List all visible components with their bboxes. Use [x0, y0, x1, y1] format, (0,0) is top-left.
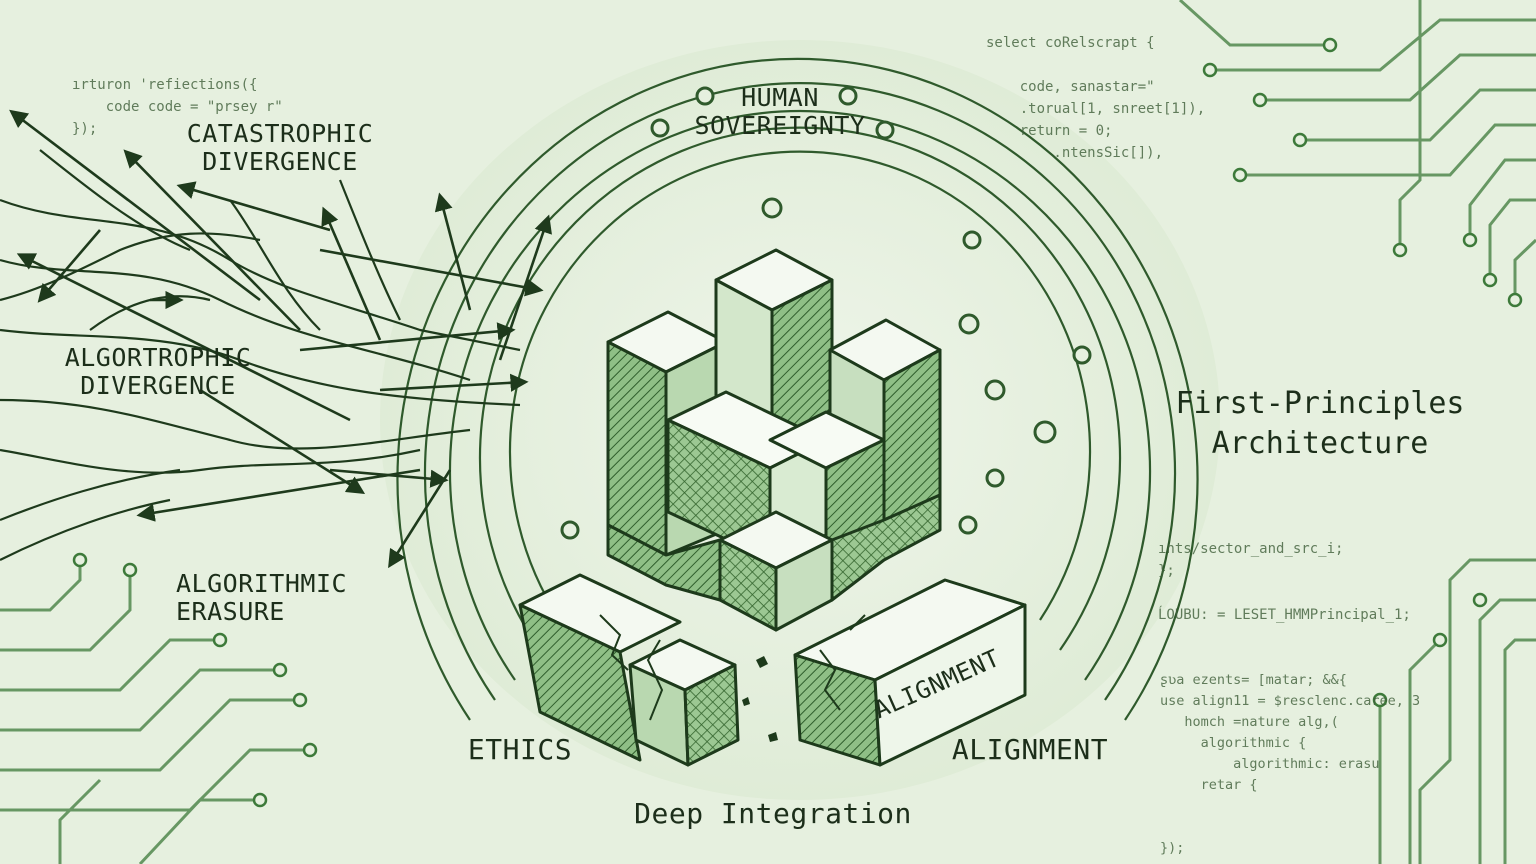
code-line: .ntensSic[]),	[986, 145, 1163, 161]
code-line: .torual[1, snreet[1]),	[986, 101, 1205, 117]
code-snippet-mid-right: ınts/sector_and_src_i; }; ĹOUBU: = LESET…	[1158, 538, 1411, 626]
cube-left-front	[608, 342, 666, 555]
label-ethics: ETHICS	[450, 736, 590, 764]
label-algorithmic-erasure: ALGORITHMIC ERASURE	[176, 570, 386, 626]
label-line: ALGORITHMIC	[176, 570, 386, 598]
code-line: ınts/sector_and_src_i;	[1158, 541, 1343, 557]
label-line: First-Principles	[1140, 384, 1500, 424]
code-line: algorithmic {	[1160, 735, 1306, 751]
code-snippet-bottom-right: ʂʋa ezents= [matar; &&{ use align11 = $r…	[1160, 670, 1420, 859]
label-line: DIVERGENCE	[38, 372, 278, 400]
label-human-sovereignty: HUMAN SOVEREIGNTY	[650, 84, 910, 140]
code-line: });	[1160, 840, 1184, 856]
label-alignment: ALIGNMENT	[930, 736, 1130, 764]
code-snippet-top-right: select coRelscrapt { code, sanastar=" .t…	[986, 32, 1205, 164]
code-line: ĹOUBU: = LESET_HMMPrincipal_1;	[1158, 607, 1411, 623]
label-catastrophic-divergence: CATASTROPHIC DIVERGENCE	[160, 120, 400, 176]
code-line: algorithmic: erasu	[1160, 756, 1379, 772]
label-line: ETHICS	[450, 736, 590, 764]
label-deep-integration: Deep Integration	[598, 800, 948, 828]
code-line: ʂʋa ezents= [matar; &&{	[1160, 672, 1347, 688]
code-line: code, sanastar="	[986, 79, 1155, 95]
code-line: retar {	[1160, 777, 1258, 793]
code-line: ırturon 'refiections({	[72, 77, 257, 93]
code-line: code code = "prsey r"	[72, 99, 283, 115]
label-line: HUMAN	[650, 84, 910, 112]
label-line: Deep Integration	[598, 800, 948, 828]
label-line: SOVEREIGNTY	[650, 112, 910, 140]
label-line: DIVERGENCE	[160, 148, 400, 176]
code-line: use align11 = $resclenc.caree, 3	[1160, 693, 1420, 709]
label-line: ALIGNMENT	[930, 736, 1130, 764]
code-line: select coRelscrapt {	[986, 35, 1155, 51]
label-first-principles-architecture: First-Principles Architecture	[1140, 384, 1500, 464]
cube-right-side	[884, 350, 940, 520]
code-line: };	[1158, 563, 1175, 579]
code-line: homch =nature alg,(	[1160, 714, 1339, 730]
label-line: CATASTROPHIC	[160, 120, 400, 148]
code-line: });	[72, 121, 97, 137]
label-line: ERASURE	[176, 598, 386, 626]
label-algortrophic-divergence: ALGORTROPHIC DIVERGENCE	[38, 344, 278, 400]
code-line: return = 0;	[986, 123, 1112, 139]
label-line: ALGORTROPHIC	[38, 344, 278, 372]
label-line: Architecture	[1140, 424, 1500, 464]
